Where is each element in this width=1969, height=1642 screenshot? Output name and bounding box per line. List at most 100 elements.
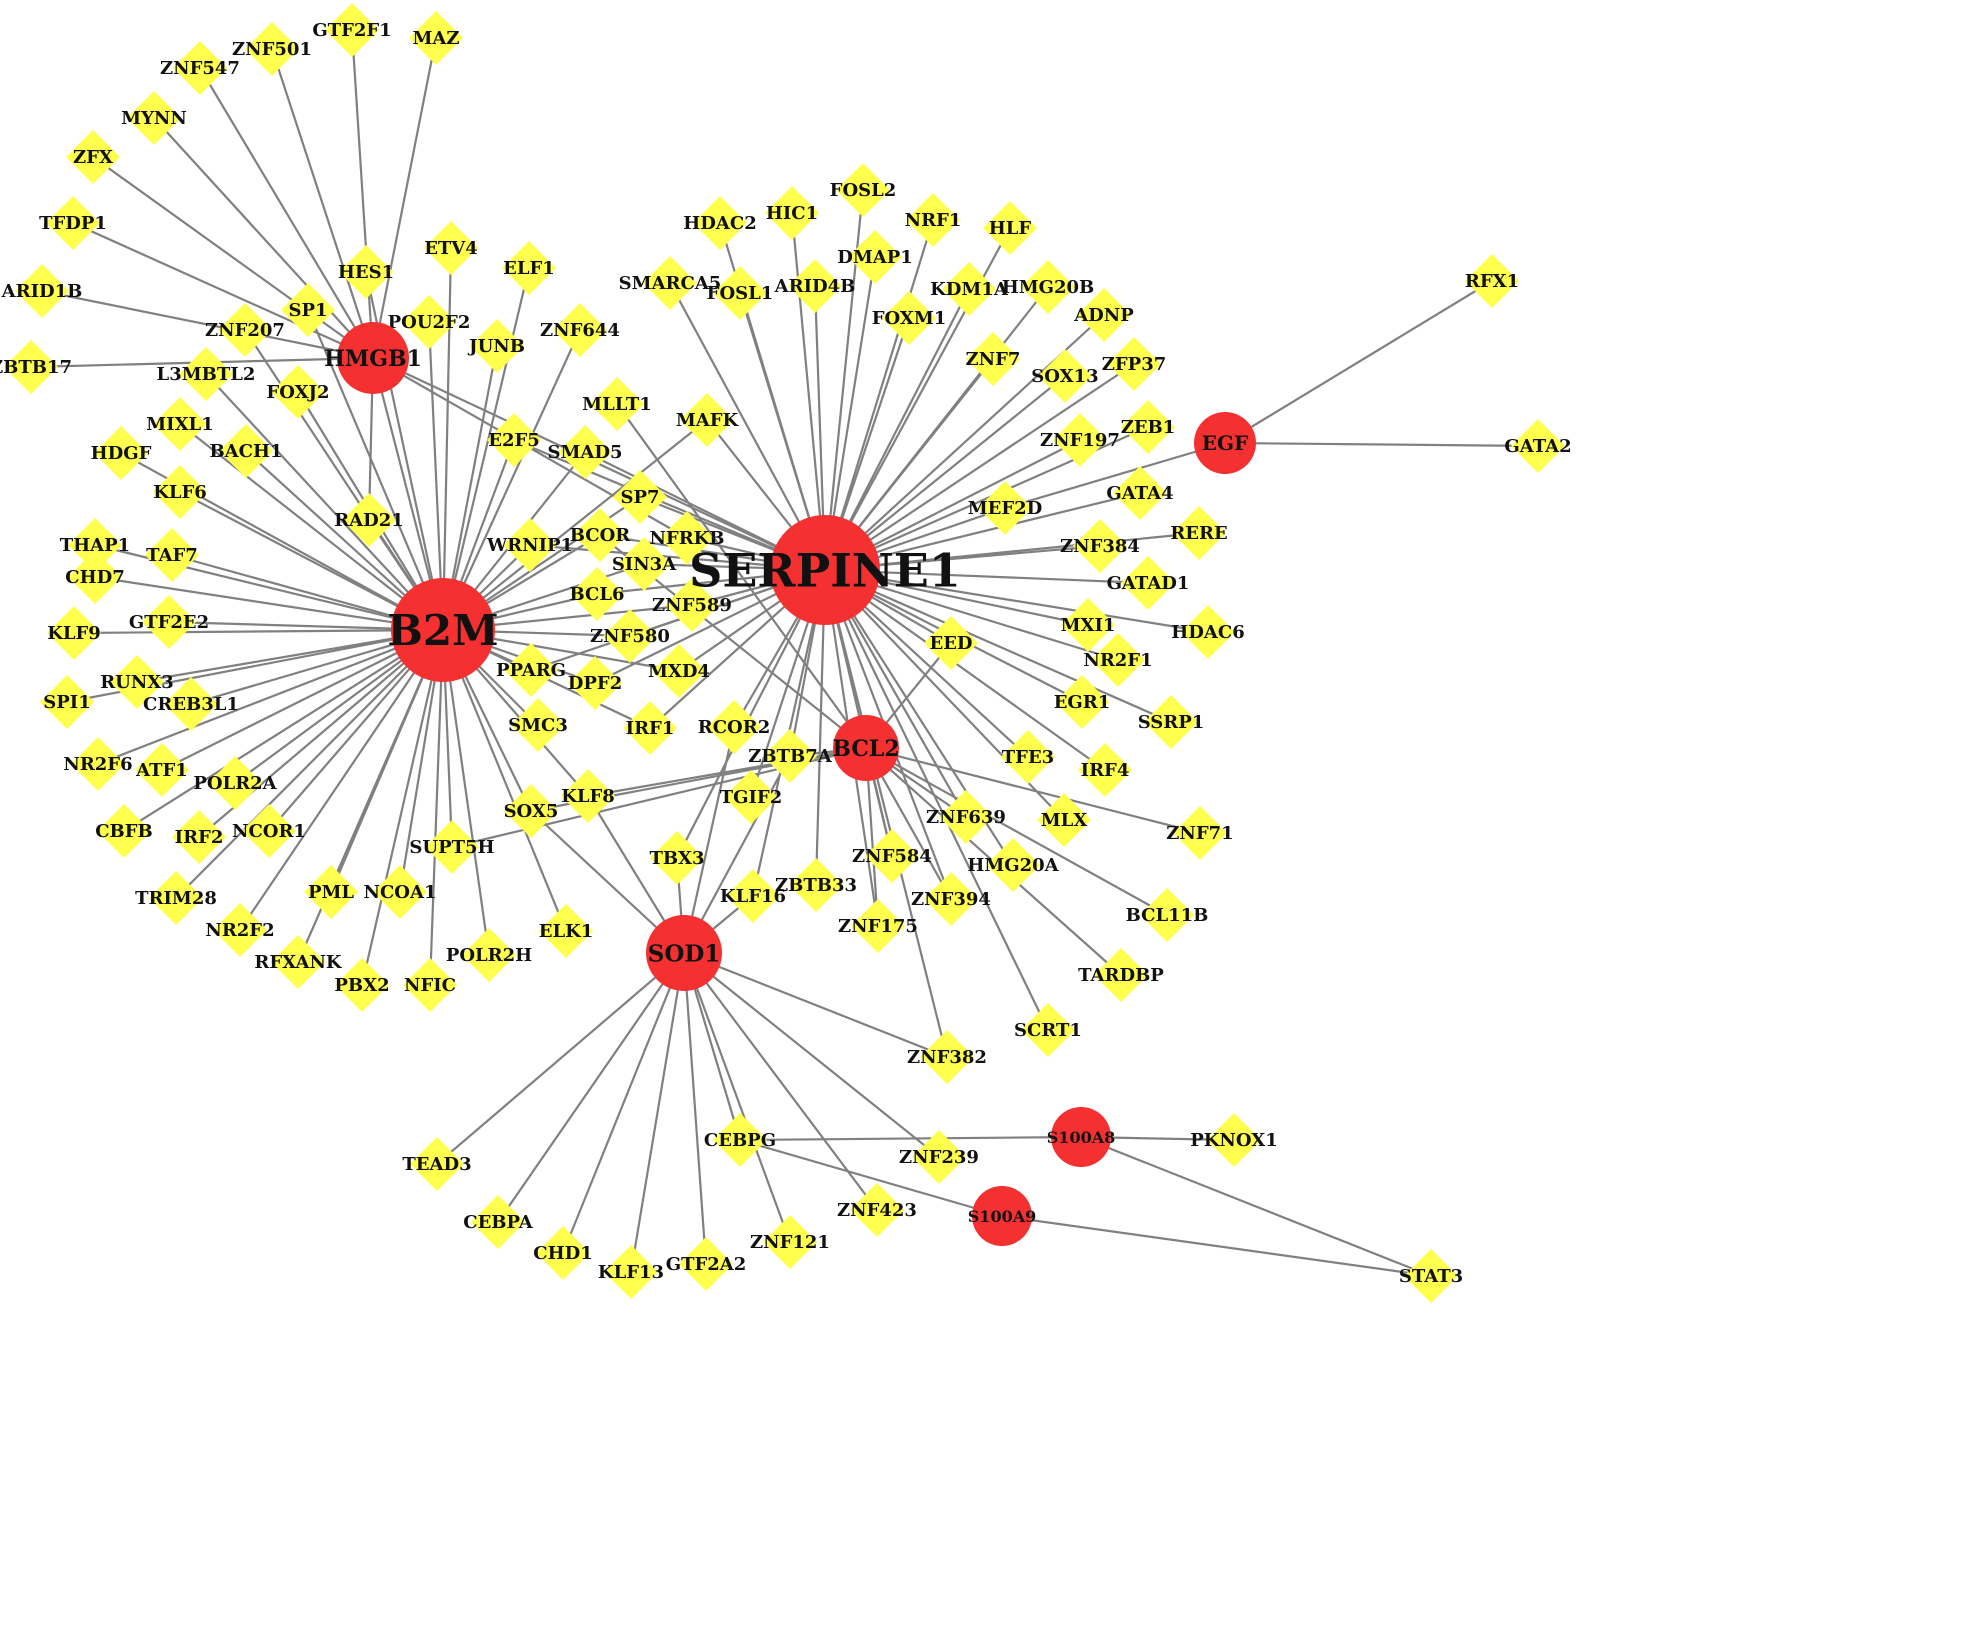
tf-label-pml: PML [308, 882, 354, 903]
tf-node-pou2f2: POU2F2 [388, 295, 470, 349]
tf-node-znf547: ZNF547 [160, 41, 240, 95]
tf-diamond [1078, 743, 1132, 797]
tf-node-bcor: BCOR [570, 508, 631, 562]
tf-label-hmg20a: HMG20A [967, 855, 1059, 876]
tf-node-znf501: ZNF501 [232, 22, 312, 76]
tf-node-tardbp: TARDBP [1078, 948, 1164, 1002]
tf-node-hdac2: HDAC2 [683, 196, 757, 250]
tf-diamond [304, 865, 358, 919]
tf-node-gtf2f1: GTF2F1 [312, 3, 392, 57]
tf-diamond [15, 264, 69, 318]
tf-node-thap1: THAP1 [60, 518, 130, 572]
tf-label-nr2f2: NR2F2 [205, 920, 274, 941]
tf-label-gtf2e2: GTF2E2 [129, 612, 209, 633]
tf-node-pbx2: PBX2 [334, 958, 390, 1012]
tf-node-irf4: IRF4 [1078, 743, 1132, 797]
tf-diamond [789, 858, 843, 912]
tf-diamond [836, 163, 890, 217]
tf-label-hdac6: HDAC6 [1171, 622, 1244, 643]
tf-diamond [1073, 519, 1127, 573]
tf-label-sin3a: SIN3A [612, 554, 677, 575]
tf-diamond [1172, 506, 1226, 560]
tf-label-sp1: SP1 [288, 300, 327, 321]
edge-hmgb1-maz [371, 37, 438, 359]
tf-node-znf423: ZNF423 [837, 1183, 917, 1237]
tf-label-sox5: SOX5 [504, 801, 559, 822]
edge-hmgb1-znf501 [270, 48, 375, 359]
tf-node-nfrkb: NFRKB [649, 511, 725, 565]
tf-label-bcl6: BCL6 [569, 584, 624, 605]
tf-diamond [1121, 400, 1175, 454]
tf-diamond [1113, 466, 1167, 520]
tf-node-atf1: ATF1 [135, 743, 189, 797]
tf-diamond [539, 904, 593, 958]
tf-diamond [402, 295, 456, 349]
tf-node-arid4b: ARID4B [774, 259, 855, 313]
tf-diamond [68, 518, 122, 572]
tf-diamond [1207, 1113, 1261, 1167]
tf-diamond [511, 698, 565, 752]
tf-node-bcl6: BCL6 [569, 567, 625, 621]
tf-label-rcor2: RCOR2 [698, 717, 770, 738]
tf-diamond [1181, 605, 1235, 659]
tf-node-smarca5: SMARCA5 [619, 256, 722, 310]
tf-label-fosl2: FOSL2 [830, 180, 897, 201]
tf-node-mafk: MAFK [676, 393, 740, 447]
tf-node-cebpa: CEBPA [463, 1195, 534, 1249]
tf-label-klf13: KLF13 [598, 1262, 664, 1283]
hub-node-serpine1: SERPINE1 [689, 515, 961, 625]
tf-label-pparg: PPARG [496, 660, 566, 681]
tf-label-nr2f6: NR2F6 [63, 754, 132, 775]
tf-node-elk1: ELK1 [539, 904, 593, 958]
tf-node-pml: PML [304, 865, 358, 919]
tf-label-fosl1: FOSL1 [707, 283, 774, 304]
tf-diamond [850, 1183, 904, 1237]
tf-label-znf547: ZNF547 [160, 58, 240, 79]
tf-label-ncoa1: NCOA1 [364, 882, 437, 903]
hub-label-s100a8: S100A8 [1047, 1128, 1116, 1147]
tf-node-tead3: TEAD3 [402, 1137, 472, 1191]
tf-diamond [604, 1245, 658, 1299]
tf-diamond [142, 595, 196, 649]
tf-node-spi1: SPI1 [40, 675, 94, 729]
tf-label-polr2a: POLR2A [193, 773, 277, 794]
tf-diamond [1001, 730, 1055, 784]
tf-label-mafk: MAFK [676, 410, 740, 431]
tf-node-rfx1: RFX1 [1465, 254, 1519, 308]
tf-diamond [213, 903, 267, 957]
tf-diamond [135, 743, 189, 797]
tf-diamond [172, 810, 226, 864]
tf-diamond [613, 470, 667, 524]
tf-node-runx3: RUNX3 [100, 655, 174, 709]
tf-label-mef2d: MEF2D [968, 498, 1043, 519]
hub-circle [646, 915, 722, 991]
tf-node-creb3l1: CREB3L1 [143, 677, 239, 731]
tf-label-eed: EED [929, 633, 972, 654]
edge-b2m-nr2f6 [97, 628, 444, 766]
tf-label-cbfb: CBFB [95, 821, 153, 842]
tf-node-hic1: HIC1 [765, 186, 819, 240]
tf-diamond [1038, 349, 1092, 403]
tf-label-znf394: ZNF394 [911, 889, 991, 910]
tf-node-gtf2e2: GTF2E2 [129, 595, 209, 649]
edge-b2m-mafk [442, 419, 708, 631]
tf-label-trim28: TRIM28 [135, 888, 217, 909]
edge-b2m-znf644 [441, 329, 582, 631]
tf-diamond [335, 958, 389, 1012]
tf-label-smarca5: SMARCA5 [619, 273, 722, 294]
tf-label-rfxank: RFXANK [254, 952, 342, 973]
tf-diamond [179, 347, 233, 401]
tf-label-hic1: HIC1 [766, 203, 818, 224]
tf-diamond [788, 259, 842, 313]
tf-diamond [986, 838, 1040, 892]
tf-diamond [1077, 288, 1131, 342]
tf-label-creb3l1: CREB3L1 [143, 694, 239, 715]
tf-label-junb: JUNB [467, 336, 525, 357]
tf-label-tgif2: TGIF2 [720, 787, 783, 808]
tf-node-zbtb7a: ZBTB7A [748, 729, 833, 783]
tf-label-rere: RERE [1170, 523, 1227, 544]
tf-node-tgif2: TGIF2 [720, 770, 783, 824]
tf-node-e2f5: E2F5 [487, 413, 541, 467]
tf-diamond [643, 256, 697, 310]
tf-label-nr2f1: NR2F1 [1083, 650, 1152, 671]
